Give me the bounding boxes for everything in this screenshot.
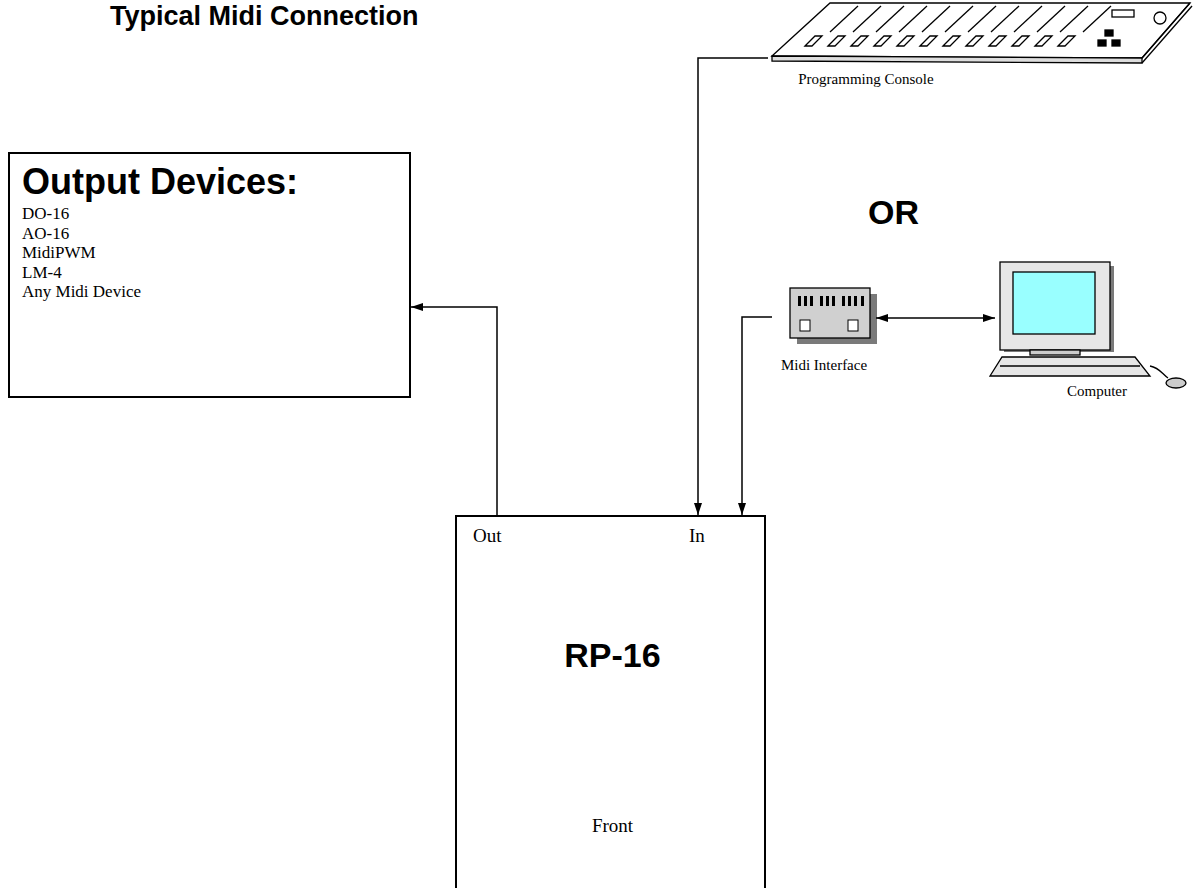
port-label: In [689,525,705,547]
device-name: Any Midi Device [22,282,397,302]
interface-body [790,288,870,338]
console-button [1112,40,1120,46]
interface-port [848,320,858,331]
port-label: Out [473,525,502,547]
interface-leds [798,296,864,306]
programming-console-illustration [772,3,1192,63]
computer-illustration [990,262,1186,388]
device-name: LM-4 [22,263,397,283]
device-box: Out InRP-16Front [455,515,766,888]
mouse [1166,378,1186,388]
device-name: DO-16 [22,204,397,224]
device-label: Programming Console [768,70,964,88]
midi-cable [411,307,497,515]
diagram-title: Typical Midi Connection [110,0,419,32]
device-label: Midi Interface [762,356,886,374]
box-heading: Output Devices: [22,160,397,204]
interface-port [800,320,810,331]
midi-cable [698,58,768,515]
console-display [1112,10,1134,17]
device-name: MidiPWM [22,243,397,263]
keyboard-line [1000,365,1140,366]
device-label: Computer [1047,382,1147,400]
monitor-screen [1013,272,1095,334]
device-box: Output Devices:DO-16AO-16MidiPWMLM-4Any … [8,152,411,398]
console-edge [1142,6,1192,63]
choice-label: OR [868,192,919,232]
midi-cable [876,317,995,319]
mouse-cord [1150,366,1168,378]
midi-cable [742,317,772,515]
panel-label: Front [457,815,768,837]
midi-interface-illustration [790,288,877,344]
console-button [1105,30,1113,36]
device-node: Computer [995,258,1195,400]
monitor-body [1000,262,1110,350]
console-faders [805,6,1111,46]
console-top [772,3,1190,58]
keyboard [990,357,1150,376]
monitor-stand [1030,350,1080,355]
console-edge [1142,3,1190,58]
device-node: Midi Interface [772,288,876,378]
device-name: RP-16 [457,635,768,675]
console-front [772,56,1142,63]
device-name: AO-16 [22,224,397,244]
device-node: Programming Console [768,0,1195,92]
console-knob [1154,12,1166,24]
console-button [1098,40,1106,46]
